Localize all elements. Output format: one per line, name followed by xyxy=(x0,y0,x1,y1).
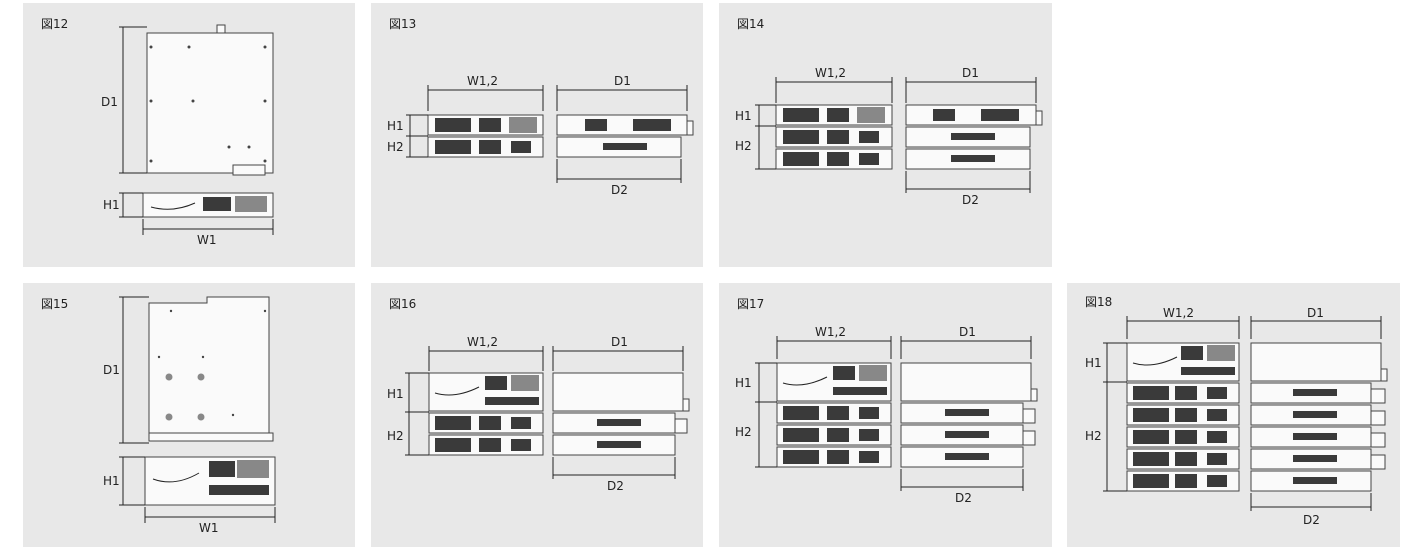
figure-13-label-d2: D2 xyxy=(611,183,628,197)
figure-14-label-h2: H2 xyxy=(735,139,752,153)
figure-13-label-h2: H2 xyxy=(387,140,404,154)
figure-15-label-w1: W1 xyxy=(199,521,219,535)
figure-18-label-h1: H1 xyxy=(1085,356,1102,370)
figure-18-title: 図18 xyxy=(1085,295,1113,309)
figure-14-label-d2: D2 xyxy=(962,193,979,207)
figure-17-panel: 図17 xyxy=(719,283,1052,547)
figure-16-panel: 図16 W1, xyxy=(371,283,703,547)
figure-15-title: 図15 xyxy=(41,297,69,311)
figure-17-label-h2: H2 xyxy=(735,425,752,439)
figure-18-label-d2: D2 xyxy=(1303,513,1320,527)
figure-14-label-w12: W1,2 xyxy=(815,66,846,80)
figure-16-drawing xyxy=(405,346,690,479)
figure-17-title: 図17 xyxy=(737,297,765,311)
figure-16-label-w12: W1,2 xyxy=(467,335,498,349)
figure-15-panel: 図15 D1 H1 W1 xyxy=(23,283,355,547)
figure-12-panel: 図12 D1 H1 W1 xyxy=(23,3,355,267)
figure-13-label-w12: W1,2 xyxy=(467,74,498,88)
figure-17-label-d1: D1 xyxy=(959,325,976,339)
figure-15-label-h1: H1 xyxy=(103,474,120,488)
figure-12-title: 図12 xyxy=(41,17,69,31)
figure-12-label-d1: D1 xyxy=(101,95,118,109)
figure-15-drawing xyxy=(119,296,276,523)
figure-17-label-h1: H1 xyxy=(735,376,752,390)
figure-16-label-h1: H1 xyxy=(387,387,404,401)
figure-18-label-w12: W1,2 xyxy=(1163,306,1194,320)
figure-18-label-h2: H2 xyxy=(1085,429,1102,443)
figure-17-label-d2: D2 xyxy=(955,491,972,505)
figure-16-label-h2: H2 xyxy=(387,429,404,443)
figure-13-drawing xyxy=(406,85,694,183)
figure-13-label-h1: H1 xyxy=(387,119,404,133)
figure-16-label-d1: D1 xyxy=(611,335,628,349)
figure-14-panel: 図14 W1, xyxy=(719,3,1052,267)
figure-18-panel: 図18 xyxy=(1067,283,1400,547)
figure-14-title: 図14 xyxy=(737,17,765,31)
figure-14-drawing xyxy=(755,77,1043,193)
figure-18-drawing xyxy=(1103,316,1388,511)
figure-14-label-d1: D1 xyxy=(962,66,979,80)
figure-12-label-h1: H1 xyxy=(103,198,120,212)
figure-18-label-d1: D1 xyxy=(1307,306,1324,320)
figure-14-label-h1: H1 xyxy=(735,109,752,123)
figure-15-label-d1: D1 xyxy=(103,363,120,377)
figure-13-panel: 図13 W1,2 D1 H1 H2 D xyxy=(371,3,703,267)
top-view-body xyxy=(146,32,274,174)
top-view-body xyxy=(148,296,270,434)
figure-13-title: 図13 xyxy=(389,17,417,31)
figure-12-label-w1: W1 xyxy=(197,233,217,247)
figure-16-label-d2: D2 xyxy=(607,479,624,493)
figure-17-label-w12: W1,2 xyxy=(815,325,846,339)
figure-13-label-d1: D1 xyxy=(614,74,631,88)
figure-12-drawing xyxy=(119,24,274,235)
figure-17-drawing xyxy=(755,336,1038,491)
figure-16-title: 図16 xyxy=(389,297,417,311)
